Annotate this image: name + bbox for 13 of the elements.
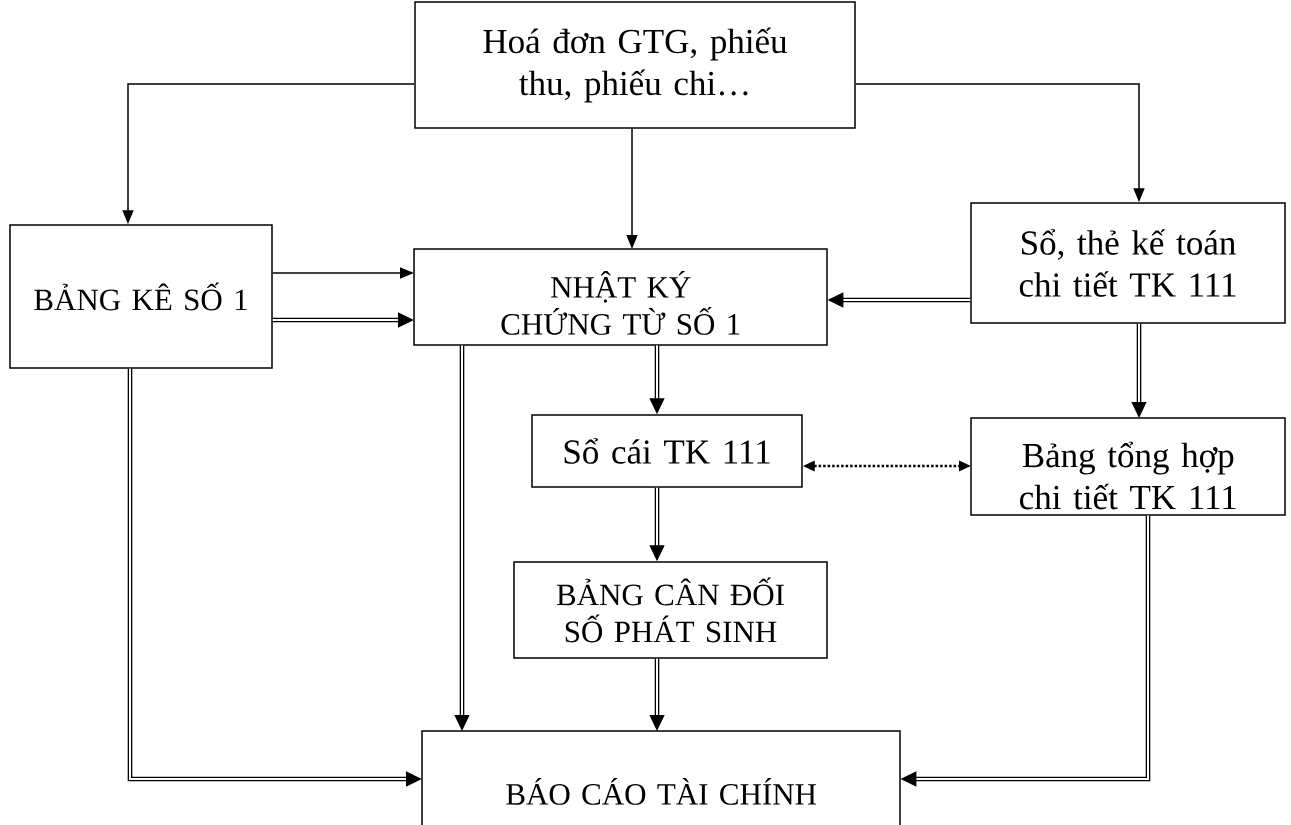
arrow (454, 344, 470, 731)
arrow (1131, 322, 1147, 418)
process-box: Hoá đơn GTG, phiếu thu, phiếu chi… (414, 1, 856, 129)
arrow (127, 367, 422, 787)
process-box: BẢNG KÊ SỐ 1 (9, 224, 273, 369)
arrow (271, 312, 414, 328)
process-box: BẢNG CÂN ĐỐI SỐ PHÁT SINH (513, 561, 828, 659)
process-box: Bảng tổng hợp chi tiết TK 111 (970, 417, 1286, 516)
process-box: BÁO CÁO TÀI CHÍNH (421, 730, 901, 825)
process-box: NHẬT KÝ CHỨNG TỪ SỐ 1 (413, 248, 828, 346)
process-box: Sổ cái TK 111 (531, 414, 803, 488)
process-box: Sổ, thẻ kế toán chi tiết TK 111 (970, 202, 1286, 324)
arrow (649, 657, 665, 731)
